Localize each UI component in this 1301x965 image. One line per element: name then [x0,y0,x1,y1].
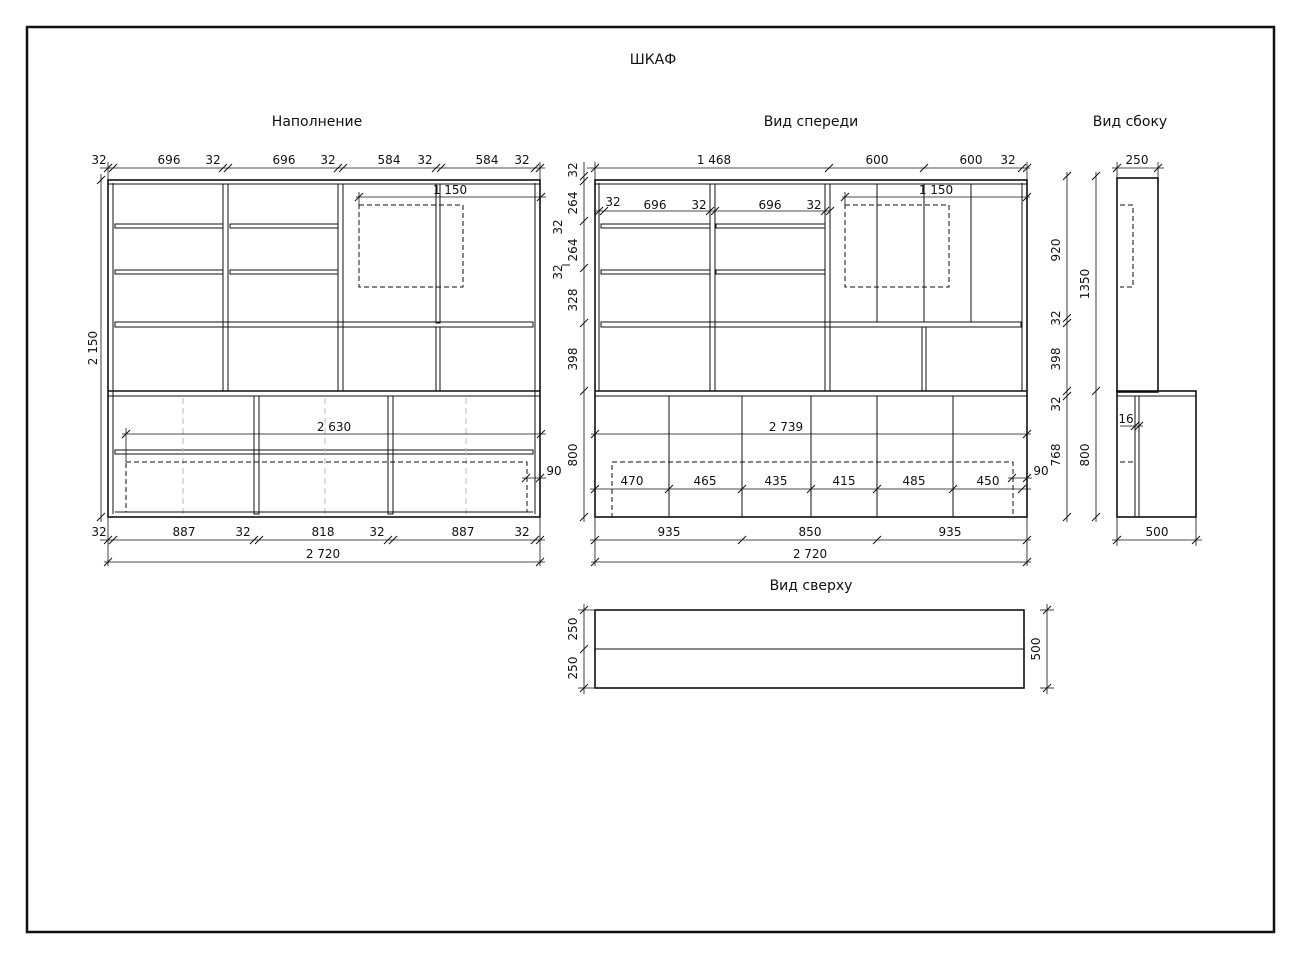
drawing-title: ШКАФ [630,52,677,68]
side-dim-right-0: 920 [1049,239,1063,262]
view-title-top: Вид сверху [770,578,853,594]
filling-dim-top-0: 32 [91,153,106,167]
side-dim-right-1: 32 [1049,310,1063,325]
front-dim-drawer-4: 485 [903,474,926,488]
filling-dim-2630: 2 630 [317,420,351,434]
front-dim-left-5: 800 [566,444,580,467]
front-dim-inner-2: 32 [691,198,706,212]
front-dim-bottom-2: 935 [939,525,962,539]
front-dim-drawer-2: 435 [765,474,788,488]
front-dim-left-3: 328 [566,289,580,312]
top-dim-left-0: 250 [566,618,580,641]
sheet-frame [25,25,1276,934]
filling-dim-bottom-6: 32 [514,525,529,539]
front-dim-drawer-1: 465 [694,474,717,488]
front-dim-top-0: 1 468 [697,153,731,167]
front-dim-inner-4: 32 [806,198,821,212]
top-view: 250 250 500 [566,604,1054,694]
side-dim-250: 250 [1126,153,1149,167]
side-dim-right-4: 768 [1049,444,1063,467]
filling-dim-bottom-0: 32 [91,525,106,539]
front-dim-drawer-3: 415 [833,474,856,488]
side-view: 250 920 32 398 32 768 1350 800 16 500 [1049,153,1202,546]
front-dim-top-3: 32 [1000,153,1015,167]
side-dim-500: 500 [1146,525,1169,539]
top-dim-right: 500 [1029,638,1043,661]
front-dim-bottom-0: 935 [658,525,681,539]
top-dim-left-1: 250 [566,657,580,680]
view-title-side: Вид сбоку [1093,114,1167,130]
front-dim-drawer-0: 470 [621,474,644,488]
front-dim-left-2: 32 [551,219,565,234]
view-title-front: Вид спереди [764,114,859,130]
filling-dim-top-5: 584 [378,153,401,167]
side-dim-right-2: 398 [1049,348,1063,371]
filling-dim-top-2: 32 [205,153,220,167]
front-dim-inner-1: 696 [644,198,667,212]
front-dim-1150: 1 150 [919,183,953,197]
filling-dim-bottom-3: 818 [312,525,335,539]
filling-dim-bottom-4: 32 [369,525,384,539]
side-dim-left-0: 1350 [1078,269,1092,300]
filling-dim-bottom-2: 32 [235,525,250,539]
front-dim-inner-3: 696 [759,198,782,212]
front-dim-inner-0: 32 [605,195,620,209]
front-dim-left-32b: 32 [551,264,565,279]
front-dim-drawer-5: 450 [977,474,1000,488]
filling-view: 32 696 32 696 32 584 32 584 32 2 150 1 1… [86,153,562,567]
filling-dim-top-3: 696 [273,153,296,167]
filling-dim-bottom-5: 887 [452,525,475,539]
filling-dim-top-8: 32 [514,153,529,167]
front-dim-bottom-1: 850 [799,525,822,539]
side-dim-16: 16 [1118,412,1133,426]
filling-dim-top-4: 32 [320,153,335,167]
side-dim-left-1: 800 [1078,444,1092,467]
front-dim-2739: 2 739 [769,420,803,434]
filling-dim-total: 2 720 [306,547,340,561]
front-dim-top-2: 600 [960,153,983,167]
front-dim-left-4: 398 [566,348,580,371]
front-dim-90: 90 [1033,464,1048,478]
front-dim-total: 2 720 [793,547,827,561]
view-title-filling: Наполнение [272,114,362,130]
front-view: 1 468 600 600 32 32 264 264 32 328 398 8… [551,153,1049,567]
filling-dim-bottom-1: 887 [173,525,196,539]
filling-dim-top-1: 696 [158,153,181,167]
front-dim-left-1: 264 [566,239,580,262]
front-dim-left-0: 264 [566,192,580,215]
side-dim-right-3: 32 [1049,396,1063,411]
filling-dim-height: 2 150 [86,331,100,365]
filling-dim-top-6: 32 [417,153,432,167]
filling-dim-90: 90 [546,464,561,478]
front-dim-top-1: 600 [866,153,889,167]
filling-dim-1150: 1 150 [433,183,467,197]
filling-dim-top-7: 584 [476,153,499,167]
front-dim-top-left: 32 [566,162,580,177]
